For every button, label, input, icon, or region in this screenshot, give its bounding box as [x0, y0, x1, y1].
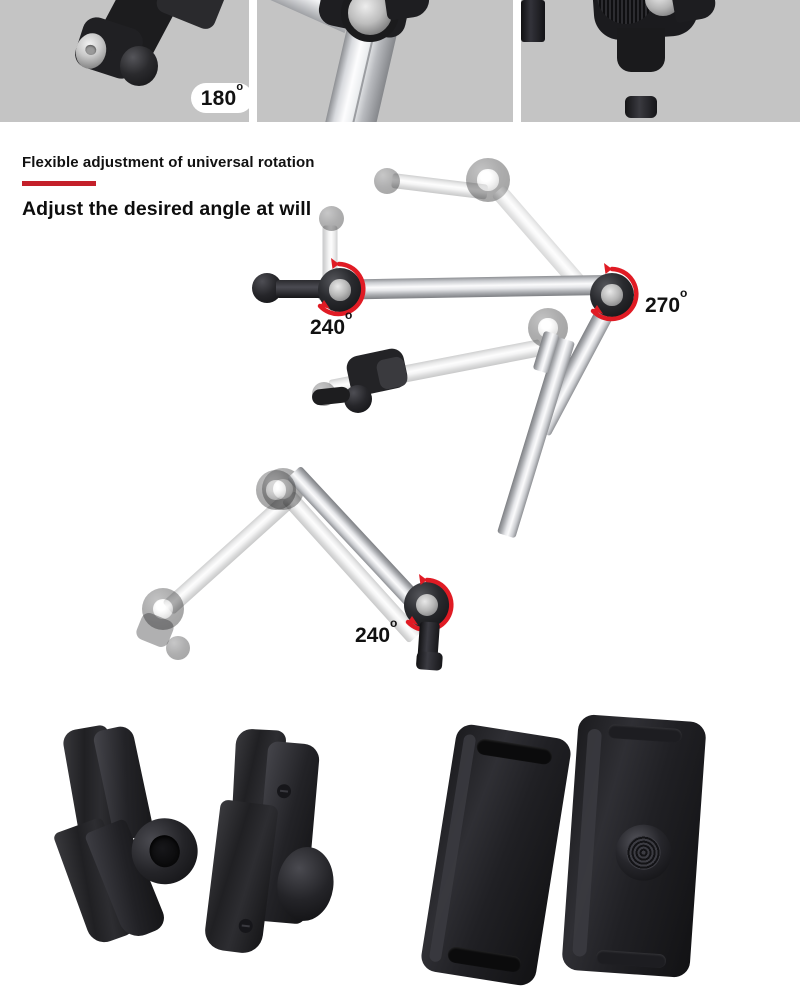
ghost-ball-vertical-stub	[319, 206, 344, 231]
panel-ball-knuckle-art	[0, 0, 249, 122]
top-detail-strip: 180o	[0, 0, 800, 122]
clamp-neck	[617, 28, 665, 72]
ghost-ball-upper	[374, 168, 400, 194]
angle-label-upper-left: 240o	[310, 308, 353, 339]
ghost-arm-lower-left-a	[162, 495, 293, 615]
heading-block: Flexible adjustment of universal rotatio…	[22, 154, 314, 221]
panel-aluminum-tube-art	[257, 0, 513, 122]
tube-clamp-wing-nut	[382, 0, 432, 21]
panel-ball-knuckle: 180o	[0, 0, 249, 122]
panel-aluminum-tube	[257, 0, 513, 122]
photo-tablet-cradle-left	[419, 722, 573, 988]
articulating-arm-diagram: 240o 270o 240o	[0, 130, 800, 710]
lower-mount-foot	[415, 651, 443, 671]
ghost-ball-lower-left	[166, 636, 190, 660]
rotation-marker-upper-left	[308, 258, 370, 320]
arm-left-stub	[276, 280, 328, 298]
angle-label-lower: 240o	[355, 616, 398, 647]
subtitle: Flexible adjustment of universal rotatio…	[22, 154, 315, 171]
ghost-joint-upper	[466, 158, 510, 202]
angle-badge-180-text: 180o	[200, 81, 244, 110]
knuckle-cluster-collar	[375, 355, 409, 391]
angle-label-upper-right: 270o	[645, 286, 688, 317]
panel-clamp-stem	[521, 0, 800, 122]
panel-clamp-stem-art	[521, 0, 800, 122]
photo-jaw-clamp-right	[173, 723, 347, 972]
ghost-joint-lower-upper	[256, 470, 296, 510]
page-title: Adjust the desired angle at will	[22, 198, 312, 220]
photo-tablet-cradle-right	[561, 713, 707, 979]
ghost-joint-lower-left-end	[142, 588, 184, 630]
clamp-stem-foot	[625, 96, 657, 118]
product-photo-row	[0, 700, 800, 988]
clamp-bore	[645, 0, 681, 16]
clamp-mount-stem	[521, 0, 545, 42]
ball-knuckle-ball	[120, 46, 158, 86]
heading-rule	[22, 181, 96, 186]
rotation-marker-upper-right	[581, 263, 643, 325]
angle-badge-180: 180o	[191, 81, 249, 113]
clamp-wing-lever	[670, 0, 718, 24]
